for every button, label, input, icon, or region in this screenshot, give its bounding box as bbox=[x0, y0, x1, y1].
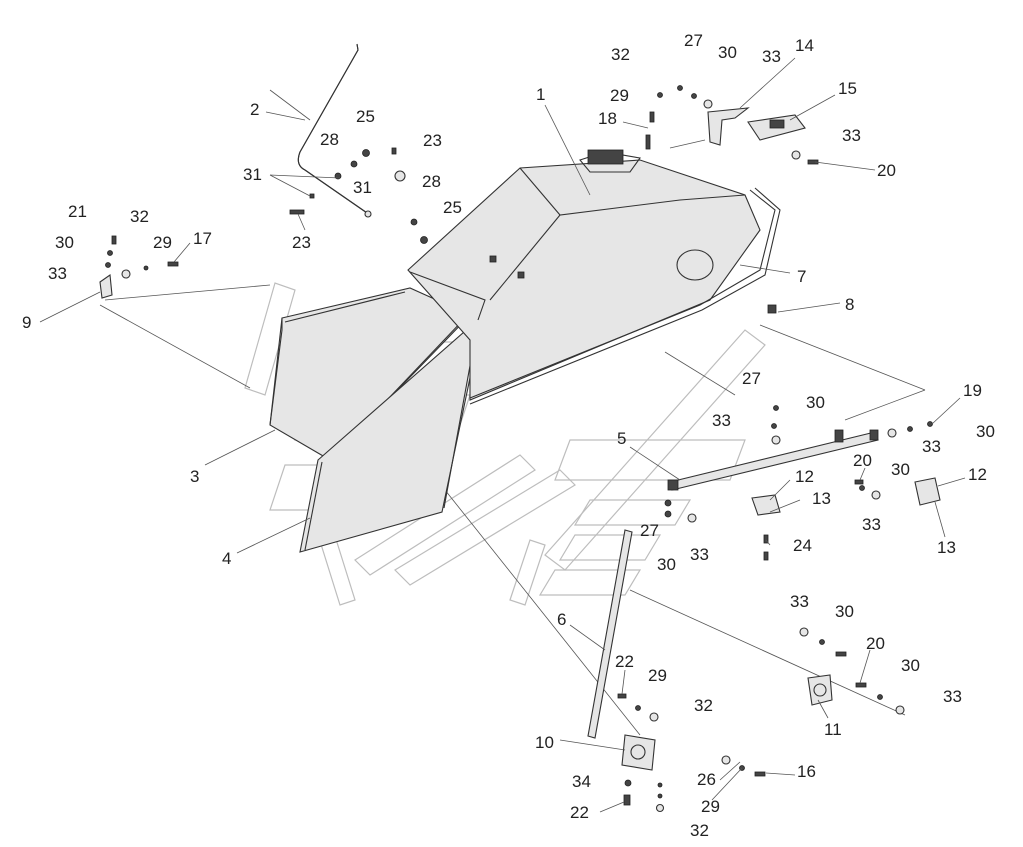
label-16: 16 bbox=[797, 762, 816, 781]
part-10-bracket bbox=[621, 734, 656, 771]
part-2-rod bbox=[297, 43, 372, 218]
label-27-b: 27 bbox=[742, 369, 761, 388]
label-9: 9 bbox=[22, 313, 31, 332]
label-33-e: 33 bbox=[922, 437, 941, 456]
label-4: 4 bbox=[222, 549, 231, 568]
label-17: 17 bbox=[193, 229, 212, 248]
label-30-b: 30 bbox=[55, 233, 74, 252]
label-30-a: 30 bbox=[718, 43, 737, 62]
label-2: 2 bbox=[250, 100, 259, 119]
label-7: 7 bbox=[797, 267, 806, 286]
part-6-strip bbox=[587, 529, 633, 739]
label-32-c: 32 bbox=[694, 696, 713, 715]
label-20-a: 20 bbox=[877, 161, 896, 180]
label-24: 24 bbox=[793, 536, 812, 555]
label-25-b: 25 bbox=[443, 198, 462, 217]
label-29-a: 29 bbox=[610, 86, 629, 105]
label-33-c: 33 bbox=[48, 264, 67, 283]
label-33-i: 33 bbox=[943, 687, 962, 706]
label-14: 14 bbox=[795, 36, 814, 55]
label-33-g: 33 bbox=[690, 545, 709, 564]
label-19: 19 bbox=[963, 381, 982, 400]
label-32-b: 32 bbox=[130, 207, 149, 226]
part-11-bracket bbox=[807, 674, 833, 706]
label-28-b: 28 bbox=[422, 172, 441, 191]
label-5: 5 bbox=[617, 429, 626, 448]
part-9-bracket bbox=[99, 274, 113, 299]
label-25-a: 25 bbox=[356, 107, 375, 126]
label-32-a: 32 bbox=[611, 45, 630, 64]
part-14-bracket bbox=[707, 107, 750, 146]
label-30-e: 30 bbox=[891, 460, 910, 479]
label-10: 10 bbox=[535, 733, 554, 752]
part-1-hood bbox=[407, 149, 781, 405]
label-21: 21 bbox=[68, 202, 87, 221]
label-30-d: 30 bbox=[976, 422, 995, 441]
label-30-g: 30 bbox=[835, 602, 854, 621]
label-22-b: 22 bbox=[570, 803, 589, 822]
label-33-b: 33 bbox=[842, 126, 861, 145]
callout-leaders bbox=[39, 57, 966, 813]
label-12-a: 12 bbox=[795, 467, 814, 486]
label-34: 34 bbox=[572, 772, 591, 791]
label-33-h: 33 bbox=[790, 592, 809, 611]
label-33-a: 33 bbox=[762, 47, 781, 66]
label-22-a: 22 bbox=[615, 652, 634, 671]
label-33-f: 33 bbox=[862, 515, 881, 534]
callout-labels: 1 2 3 4 5 6 7 8 9 10 11 12 12 13 13 14 1… bbox=[22, 31, 995, 840]
label-23-a: 23 bbox=[423, 131, 442, 150]
label-30-f: 30 bbox=[657, 555, 676, 574]
label-33-d: 33 bbox=[712, 411, 731, 430]
label-29-d: 29 bbox=[701, 797, 720, 816]
part-5-bar bbox=[667, 429, 879, 491]
part-12-13-brackets bbox=[751, 477, 941, 516]
part-15-bracket bbox=[747, 114, 806, 141]
label-13-b: 13 bbox=[937, 538, 956, 557]
label-29-b: 29 bbox=[153, 233, 172, 252]
label-31-a: 31 bbox=[243, 165, 262, 184]
label-20-c: 20 bbox=[866, 634, 885, 653]
label-20-b: 20 bbox=[853, 451, 872, 470]
label-31-b: 31 bbox=[353, 178, 372, 197]
label-11: 11 bbox=[824, 720, 842, 739]
label-28-a: 28 bbox=[320, 130, 339, 149]
label-29-c: 29 bbox=[648, 666, 667, 685]
label-13-a: 13 bbox=[812, 489, 831, 508]
label-6: 6 bbox=[557, 610, 566, 629]
label-12-b: 12 bbox=[968, 465, 987, 484]
label-15: 15 bbox=[838, 79, 857, 98]
label-30-h: 30 bbox=[901, 656, 920, 675]
label-18: 18 bbox=[598, 109, 617, 128]
label-27-c: 27 bbox=[640, 521, 659, 540]
label-23-b: 23 bbox=[292, 233, 311, 252]
label-27-a: 27 bbox=[684, 31, 703, 50]
label-30-c: 30 bbox=[806, 393, 825, 412]
label-3: 3 bbox=[190, 467, 199, 486]
label-1: 1 bbox=[536, 85, 545, 104]
label-26: 26 bbox=[697, 770, 716, 789]
label-32-d: 32 bbox=[690, 821, 709, 840]
label-8: 8 bbox=[845, 295, 854, 314]
